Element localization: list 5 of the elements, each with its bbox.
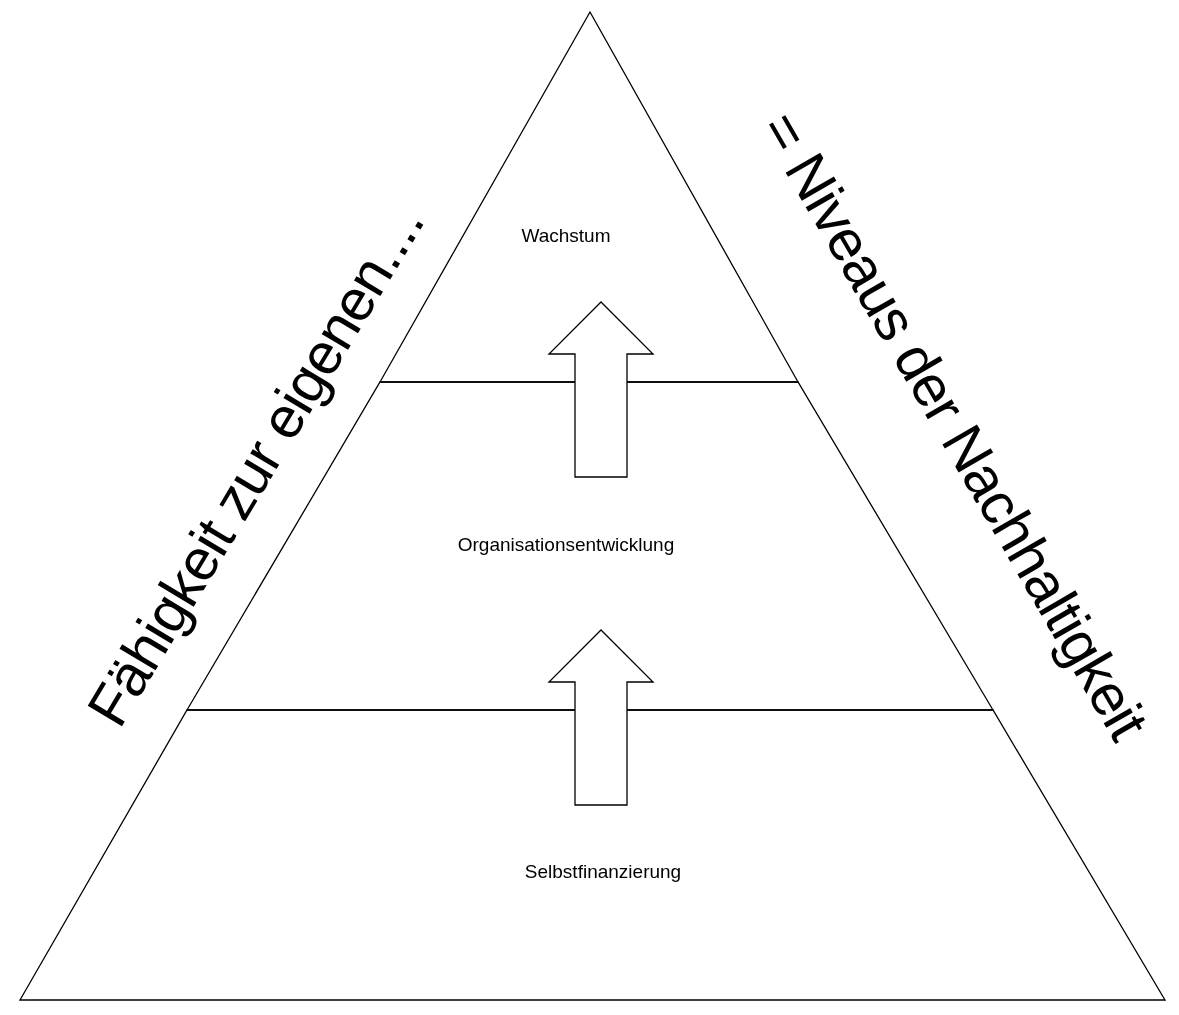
level-label: Organisationsentwicklung <box>457 534 675 556</box>
block-arrow <box>547 301 655 478</box>
level-label: Wachstum <box>521 225 611 247</box>
block-arrow <box>547 629 655 806</box>
level-label: Selbstfinanzierung <box>524 861 682 883</box>
